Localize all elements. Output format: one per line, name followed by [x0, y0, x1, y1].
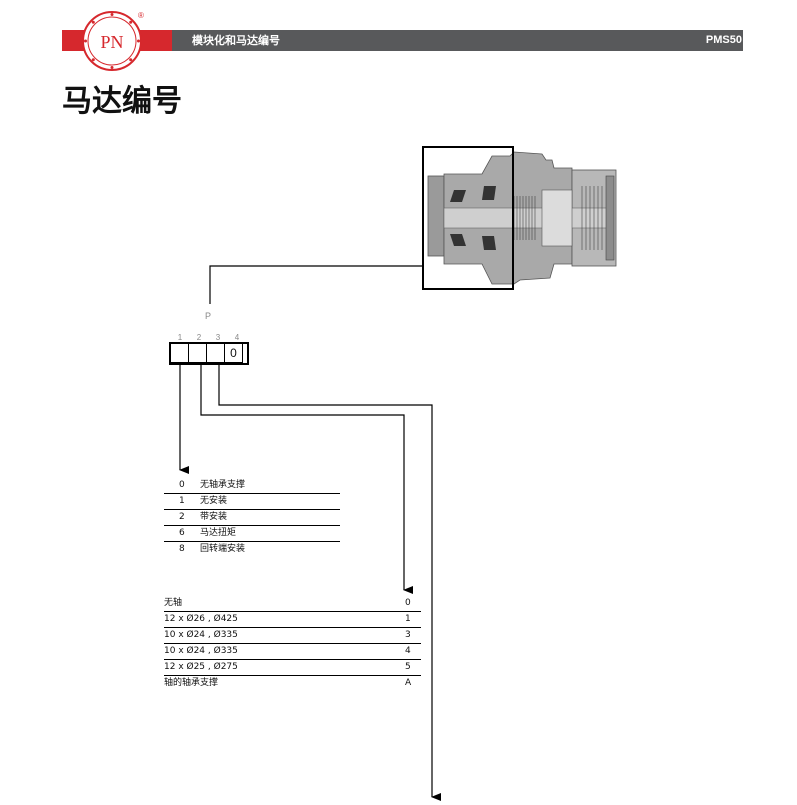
option-code: 0 [405, 596, 421, 612]
option-desc: 无安装 [200, 493, 340, 510]
option-desc: 回转端安装 [200, 544, 246, 554]
code-box-2 [188, 343, 207, 363]
option-desc: 无轴承支撑 [200, 478, 340, 494]
position-letter: P [205, 311, 212, 321]
option-code: 5 [405, 659, 421, 676]
page-title: 马达编号 [62, 84, 182, 119]
option-code: 8 [179, 544, 185, 554]
motor-cross-section-image [422, 146, 618, 290]
option-code: A [405, 678, 412, 688]
position-number-4: 4 [234, 333, 240, 342]
option-code: 2 [164, 509, 200, 526]
header-section-title: 模块化和马达编号 [192, 34, 280, 47]
pn-logo: PN ® [82, 11, 144, 71]
header-bar [172, 30, 743, 51]
table-row: 轴的轴承支撑 A [164, 676, 421, 692]
option-desc: 马达扭矩 [200, 525, 340, 542]
option-desc: 12 x Ø26 , Ø425 [164, 611, 405, 628]
registered-mark: ® [138, 11, 144, 20]
code-box-3 [206, 343, 225, 363]
position-number-2: 2 [196, 333, 202, 342]
option-desc: 10 x Ø24 , Ø335 [164, 627, 405, 644]
option-desc: 无轴 [164, 596, 405, 612]
header-product-code: PMS50 [705, 34, 742, 46]
option-code: 0 [164, 478, 200, 494]
table-row: 8 回转端安装 [164, 542, 340, 558]
option-code: 1 [164, 493, 200, 510]
option-desc: 轴的轴承支撑 [164, 678, 219, 688]
option-code: 4 [405, 643, 421, 660]
position-number-3: 3 [215, 333, 221, 342]
option-desc: 带安装 [200, 509, 340, 526]
option-code: 6 [164, 525, 200, 542]
code-box-1 [170, 343, 189, 363]
option-desc: 10 x Ø24 , Ø335 [164, 643, 405, 660]
option-code: 3 [405, 627, 421, 644]
option-desc: 12 x Ø25 , Ø275 [164, 659, 405, 676]
option-code: 1 [405, 611, 421, 628]
code-boxes: 0 [170, 343, 243, 363]
logo-text: PN [100, 32, 123, 52]
position-number-1: 1 [177, 333, 183, 342]
code-box-4: 0 [224, 343, 243, 363]
